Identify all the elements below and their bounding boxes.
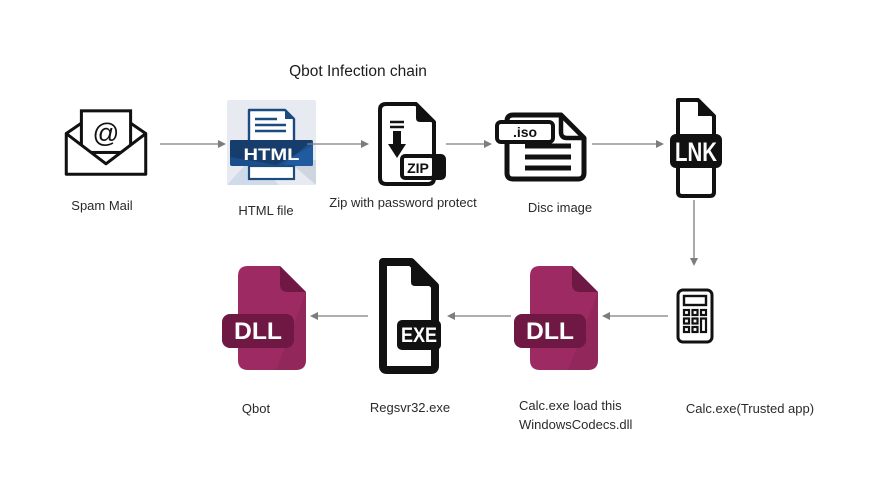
arrow-codecsdll-to-exe xyxy=(447,312,511,320)
iso-file-icon: .iso xyxy=(495,112,587,182)
regsvr32-label: Regsvr32.exe xyxy=(369,400,451,415)
diagram-title: Qbot Infection chain xyxy=(289,63,427,80)
arrow-lnk-to-calc xyxy=(690,200,698,266)
arrow-iso-to-lnk xyxy=(592,140,664,148)
spam-mail-envelope-icon: @ xyxy=(64,109,148,176)
exe-file-icon: EXE xyxy=(379,258,441,374)
iso-badge-text: .iso xyxy=(513,124,537,140)
zip-badge-text: ZIP xyxy=(407,160,429,176)
arrow-zip-to-iso xyxy=(446,140,492,148)
arrow-html-to-zip xyxy=(307,140,369,148)
calculator-icon xyxy=(676,288,714,344)
codecs-dll-file-icon: DLL xyxy=(514,266,598,370)
codecs-dll-label-line2: WindowsCodecs.dll xyxy=(519,417,633,432)
lnk-badge-text: LNK xyxy=(675,137,717,167)
zip-file-label: Zip with password protect xyxy=(329,195,477,210)
codecs-dll-label: Calc.exe load this WindowsCodecs.dll xyxy=(519,396,659,434)
svg-text:@: @ xyxy=(93,118,120,148)
arrow-exe-to-qbotdll xyxy=(310,312,368,320)
spam-mail-label: Spam Mail xyxy=(71,198,133,213)
zip-file-icon: ZIP xyxy=(378,102,446,186)
qbot-label: Qbot xyxy=(241,401,271,416)
exe-badge-text: EXE xyxy=(401,324,437,347)
html-file-label: HTML file xyxy=(238,203,294,218)
qbot-dll-file-icon: DLL xyxy=(222,266,306,370)
arrow-calc-to-codecsdll xyxy=(602,312,668,320)
arrow-spam-to-html xyxy=(160,140,226,148)
qbot-dll-badge-text: DLL xyxy=(234,318,282,345)
disc-image-label: Disc image xyxy=(527,200,593,215)
html-badge-text: HTML xyxy=(244,145,300,164)
lnk-file-icon: LNK xyxy=(670,98,722,198)
codecs-dll-badge-text: DLL xyxy=(526,318,574,345)
calc-label: Calc.exe(Trusted app) xyxy=(685,401,815,416)
codecs-dll-label-line1: Calc.exe load this xyxy=(519,398,622,413)
html-file-icon: HTML xyxy=(227,100,316,185)
